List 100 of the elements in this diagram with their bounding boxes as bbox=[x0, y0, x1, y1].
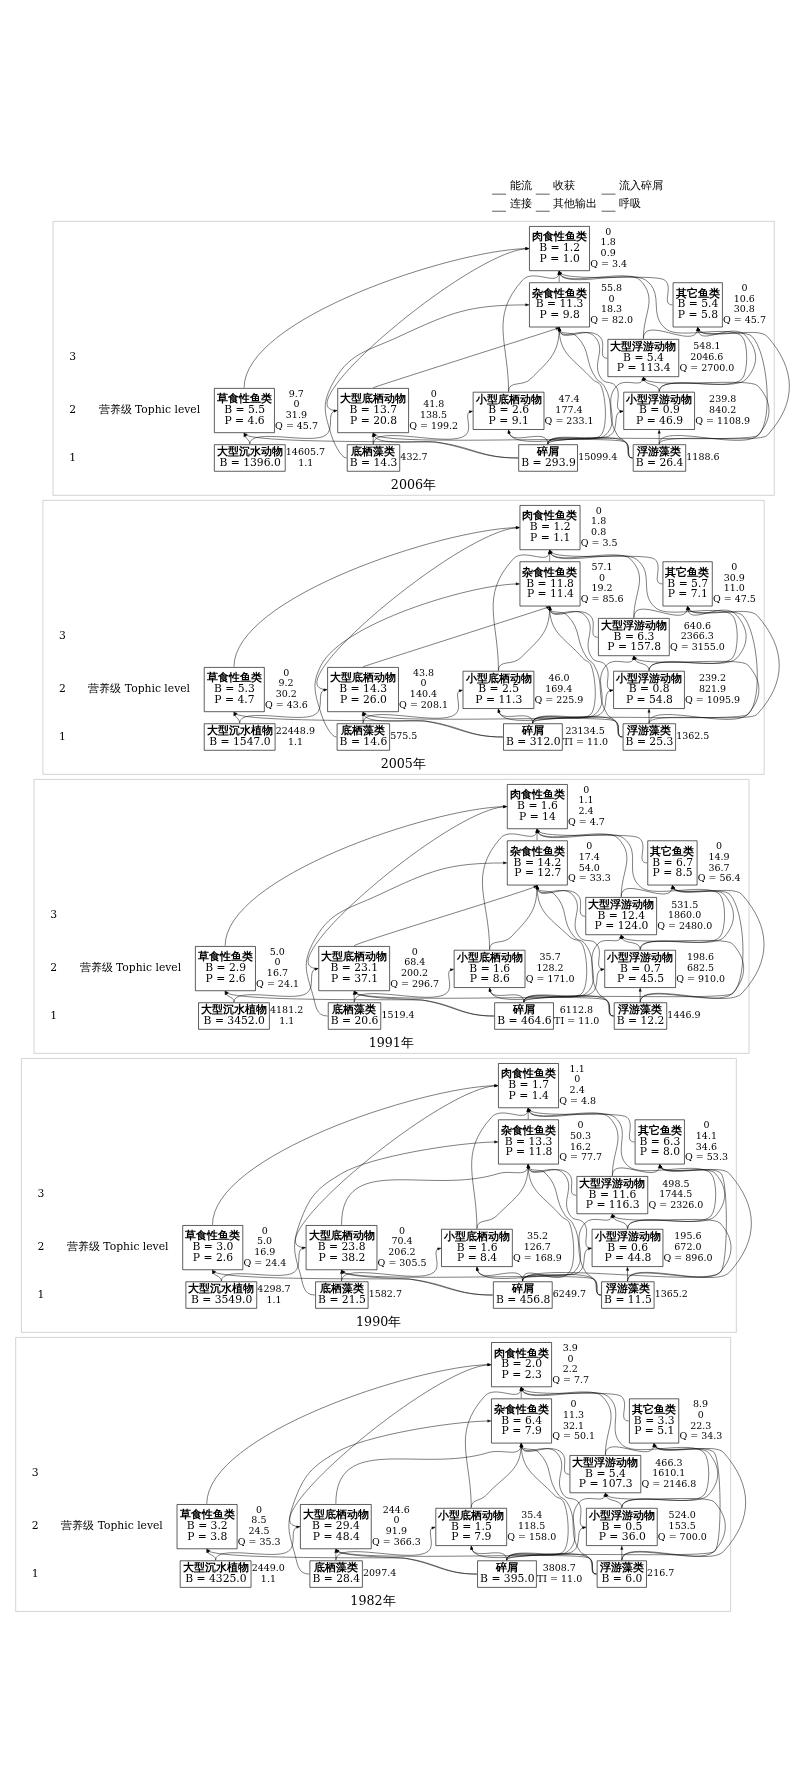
node-box: 大型底栖动物 B = 13.7 P = 20.8 bbox=[337, 388, 409, 433]
node-label: Q = 45.7 bbox=[723, 314, 766, 326]
arrow bbox=[506, 1526, 586, 1561]
node-box: 碎屑 B = 312.0 bbox=[503, 723, 563, 751]
node-label: Q = 34.3 bbox=[679, 1430, 723, 1442]
node-box: 碎屑 B = 395.0 bbox=[477, 1560, 537, 1588]
node-box: 小型底栖动物 B = 1.6 P = 8.4 bbox=[441, 1228, 513, 1267]
node-box: 小型底栖动物 B = 2.6 P = 9.1 bbox=[472, 391, 545, 430]
node-label: 140.4 bbox=[409, 688, 438, 700]
legend-label: 呼吸 bbox=[619, 196, 642, 210]
node-label: Q = 33.3 bbox=[568, 872, 611, 884]
arrow bbox=[290, 1363, 492, 1527]
node-label: 14.9 bbox=[708, 850, 730, 862]
node-label: 0.9 bbox=[600, 247, 616, 259]
arrow bbox=[335, 1549, 478, 1575]
node-label: 128.2 bbox=[536, 962, 564, 974]
node-label: 5.0 bbox=[257, 1235, 273, 1247]
arrow bbox=[502, 271, 561, 392]
arrow bbox=[306, 861, 507, 1017]
node-box: 小型浮游动物 B = 0.7 P = 45.5 bbox=[604, 949, 676, 988]
node-label: 3.9 bbox=[562, 1341, 578, 1353]
node-label: Q = 24.1 bbox=[256, 977, 299, 989]
node-label: Q = 158.0 bbox=[507, 1530, 557, 1542]
node-label: Q = 3.5 bbox=[580, 536, 618, 548]
node-box: 浮游藻类 B = 25.3 bbox=[622, 723, 676, 751]
node-label: 2449.0 bbox=[251, 1561, 285, 1573]
node-label: Q = 53.3 bbox=[685, 1151, 728, 1163]
label: 1 bbox=[50, 1008, 58, 1022]
node-label: 4298.7 bbox=[257, 1282, 291, 1294]
node-label: 239.8 bbox=[709, 393, 737, 405]
node-box: 大型底栖动物 B = 23.1 P = 37.1 bbox=[318, 946, 390, 992]
node-label: 0 bbox=[577, 1119, 584, 1131]
label: 1 bbox=[59, 729, 66, 743]
node-label: Q = 47.5 bbox=[712, 593, 756, 605]
node-label: 1582.7 bbox=[368, 1288, 402, 1300]
arrow bbox=[476, 1164, 530, 1229]
node-label: Q = 1095.9 bbox=[685, 693, 741, 705]
node-label: 0 bbox=[605, 225, 612, 237]
legend-label: 收获 bbox=[553, 179, 576, 193]
node-label: 498.5 bbox=[662, 1177, 690, 1189]
arrow bbox=[647, 708, 651, 724]
node-label: Q = 168.9 bbox=[512, 1251, 562, 1263]
label: 营养级 Tophic level bbox=[88, 682, 191, 696]
node-label: 0 bbox=[283, 666, 290, 678]
node-label: 17.4 bbox=[578, 850, 600, 862]
label: 2 bbox=[37, 1240, 45, 1254]
arrow bbox=[215, 1525, 301, 1561]
node-box: 草食性鱼类 B = 2.9 P = 2.6 bbox=[195, 946, 256, 992]
node-label: 1.1 bbox=[266, 1293, 282, 1305]
node-label: 8.5 bbox=[251, 1514, 267, 1526]
node-label: Q = 7.7 bbox=[552, 1374, 590, 1385]
node-box: 底栖藻类 B = 21.5 bbox=[315, 1281, 369, 1309]
node-label: 244.6 bbox=[382, 1503, 410, 1515]
node-label: Q = 4.8 bbox=[559, 1094, 597, 1106]
label: 营养级 Tophic level bbox=[61, 1519, 163, 1533]
node-label: 31.9 bbox=[285, 409, 307, 421]
arrow bbox=[353, 885, 538, 947]
arrow bbox=[547, 410, 624, 445]
node-label: 6249.7 bbox=[552, 1288, 587, 1300]
node-label: 548.1 bbox=[693, 340, 721, 352]
node-box: 大型沉水植物 B = 3452.0 bbox=[198, 1002, 270, 1030]
node-label: 1.1 bbox=[298, 456, 314, 468]
node-label: Q = 45.7 bbox=[275, 419, 318, 431]
node-label: 91.9 bbox=[385, 1525, 407, 1537]
node-box: 浮游藻类 B = 12.2 bbox=[613, 1002, 668, 1030]
arrow bbox=[508, 327, 561, 392]
node-label: 2.4 bbox=[569, 1084, 585, 1096]
node-label: 0 bbox=[293, 398, 300, 410]
arrow bbox=[288, 1419, 492, 1575]
node-label: 16.9 bbox=[254, 1246, 276, 1258]
arrow bbox=[526, 1108, 530, 1120]
arrow bbox=[212, 1270, 222, 1282]
node-label: 11.3 bbox=[562, 1408, 585, 1420]
node-label: 1362.5 bbox=[676, 730, 710, 742]
node-label: 4181.2 bbox=[270, 1003, 304, 1015]
node-label: 1.8 bbox=[591, 515, 607, 527]
arrow bbox=[476, 1266, 602, 1296]
node-box: 其它鱼类 B = 3.3 P = 5.1 bbox=[629, 1398, 680, 1444]
node-label: 47.4 bbox=[558, 393, 580, 405]
arrow bbox=[522, 1247, 592, 1282]
node-label: 18.3 bbox=[600, 303, 623, 315]
node-label: Q = 2326.0 bbox=[648, 1199, 704, 1211]
legend-label: 能流 bbox=[509, 179, 532, 193]
arrow bbox=[523, 968, 605, 1003]
node-label: 68.4 bbox=[404, 956, 426, 968]
node-label: 1.1 bbox=[578, 794, 594, 806]
node-label: 9.7 bbox=[288, 387, 304, 399]
node-label: 57.1 bbox=[591, 560, 613, 572]
node-label: Q = 77.7 bbox=[559, 1151, 603, 1163]
node-label: 2046.6 bbox=[690, 351, 724, 363]
node-label: 2.2 bbox=[562, 1363, 578, 1375]
arrow bbox=[536, 885, 605, 970]
arrow bbox=[335, 1443, 523, 1505]
arrow bbox=[520, 1443, 586, 1528]
node-label: 14.1 bbox=[695, 1129, 717, 1141]
node-box: 大型沉水植物 B = 4325.0 bbox=[179, 1560, 252, 1588]
arrow bbox=[657, 429, 661, 445]
node-label: 0 bbox=[261, 1224, 268, 1236]
arrow bbox=[233, 712, 240, 724]
node-label: 0 bbox=[697, 1408, 704, 1420]
